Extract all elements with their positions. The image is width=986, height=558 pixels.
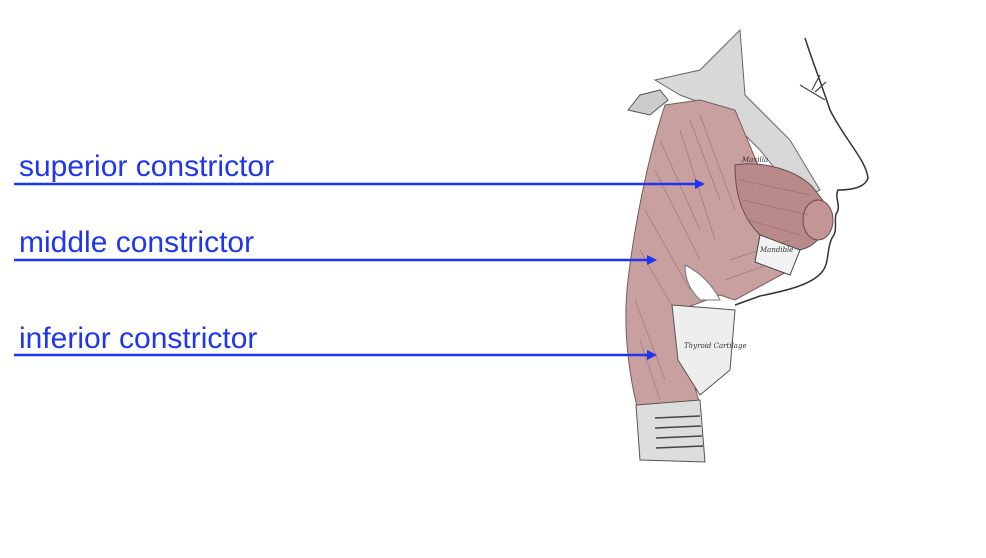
trachea <box>635 399 706 463</box>
inferior-constrictor-label: inferior constrictor <box>19 322 258 355</box>
eye <box>799 74 827 101</box>
mandible-text: Mandible <box>759 246 793 254</box>
orbicularis <box>802 199 834 241</box>
gap <box>684 264 721 301</box>
mandible <box>754 234 801 276</box>
superior-constrictor-label: superior constrictor <box>19 150 275 183</box>
maxilla-text: Maxilla <box>741 156 768 164</box>
face-profile <box>734 37 869 306</box>
middle-constrictor-label: middle constrictor <box>19 226 255 259</box>
thyroid-text: Thyroid Cartilage <box>684 342 747 350</box>
thyroid-cartilage <box>671 304 736 396</box>
styloid <box>627 89 669 116</box>
